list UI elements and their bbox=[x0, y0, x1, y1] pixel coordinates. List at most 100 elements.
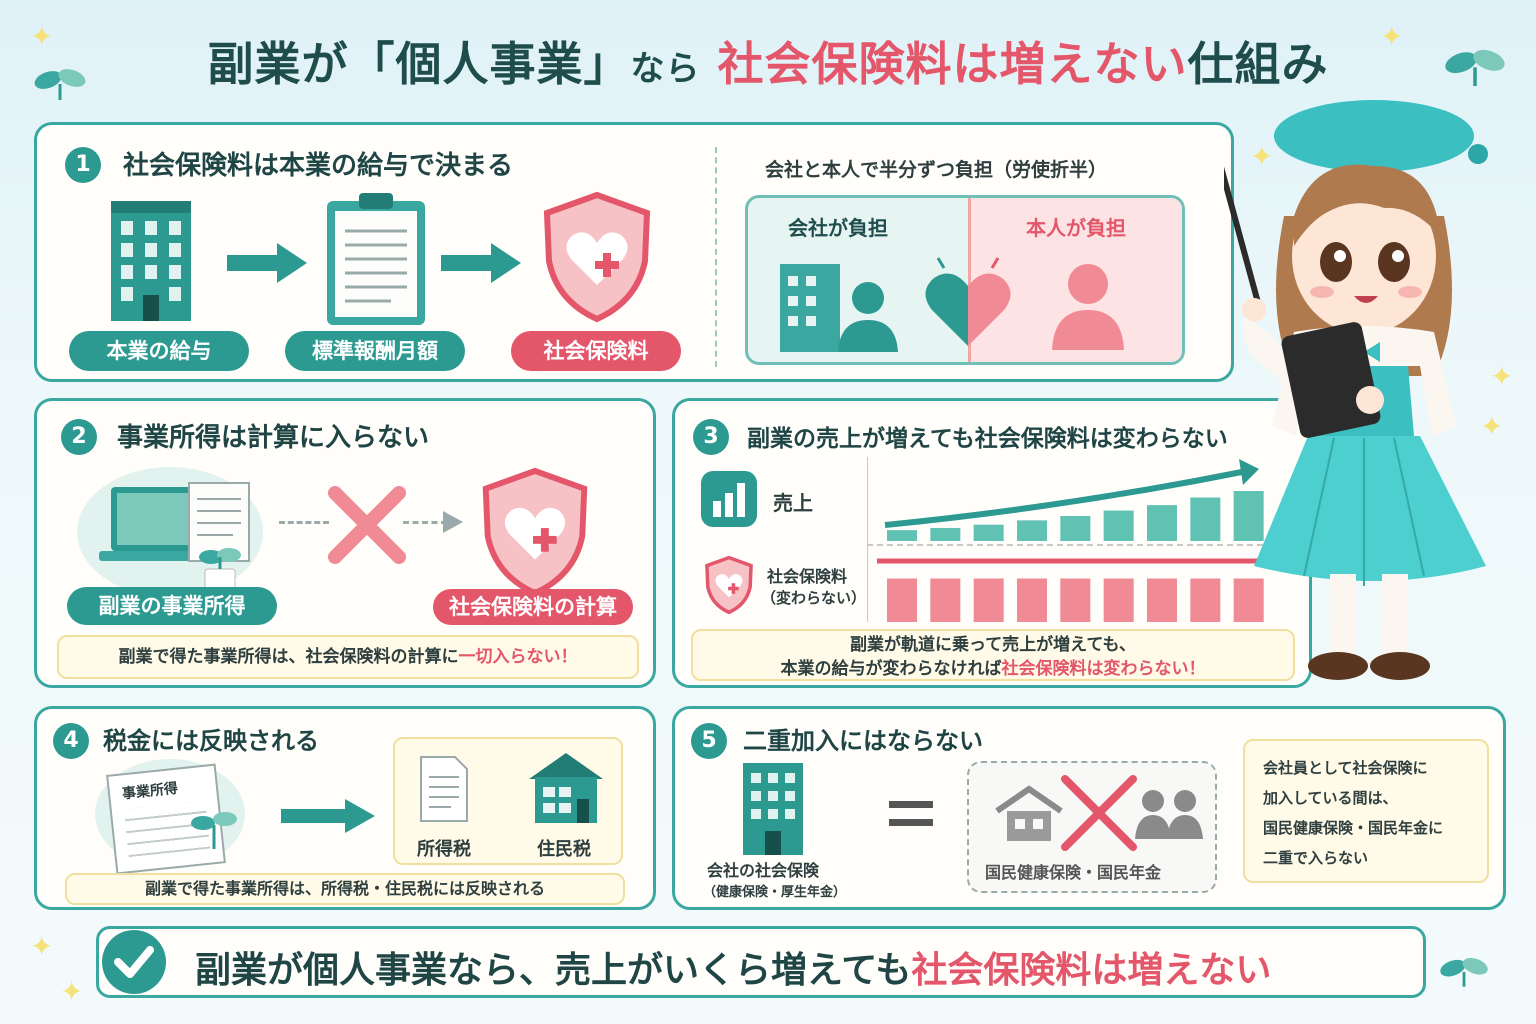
insurance-bar bbox=[1190, 578, 1221, 622]
side-note-line: 国民健康保険・国民年金に bbox=[1263, 819, 1444, 837]
panel-3-note: 副業が軌道に乗って売上が増えても、 本業の給与が変わらなければ社会保険料は変わら… bbox=[691, 629, 1295, 681]
laptop-icon bbox=[99, 482, 250, 594]
insurance-unchanged-label: （変わらない） bbox=[761, 589, 867, 607]
sparkle-icon: ✦ bbox=[1380, 20, 1404, 53]
step-standard-remuneration-label: 標準報酬月額 bbox=[285, 331, 465, 371]
sprout-icon bbox=[34, 69, 86, 100]
arrow-right-icon bbox=[441, 243, 521, 283]
sales-bar bbox=[1017, 520, 1047, 541]
dashed-connector bbox=[279, 521, 329, 524]
panel-number: 2 bbox=[61, 419, 97, 455]
summary-emphasis: 社会保険料は増えない bbox=[911, 950, 1272, 991]
sales-bar bbox=[1233, 491, 1264, 541]
panel-title: 事業所得は計算に入らない bbox=[117, 423, 430, 453]
side-note-line: 会社員として社会保険に bbox=[1263, 759, 1428, 777]
self-share-label: 本人が負担 bbox=[1026, 216, 1126, 240]
sprout-icon bbox=[1445, 49, 1505, 86]
insurance-bar bbox=[930, 578, 961, 622]
tax-document-icon bbox=[420, 756, 468, 822]
cross-icon bbox=[328, 486, 406, 564]
sparkle-icon: ✦ bbox=[30, 20, 54, 53]
bar-chart-icon bbox=[701, 471, 757, 527]
sales-bar bbox=[973, 524, 1004, 541]
panel-title: 税金には反映される bbox=[103, 727, 319, 755]
split-heading: 会社と本人で半分ずつ負担（労使折半） bbox=[765, 159, 1108, 181]
side-income-label: 副業の事業所得 bbox=[67, 587, 277, 625]
company-share-label: 会社が負担 bbox=[788, 216, 888, 240]
panel-title: 社会保険料は本業の給与で決まる bbox=[123, 151, 514, 181]
panel-1: 1 社会保険料は本業の給与で決まる 本業の給与 標準報酬月額 社会保 bbox=[34, 122, 1234, 382]
title-part3: 社会保険料は増えない bbox=[717, 37, 1188, 91]
guide-character-illustration bbox=[1224, 100, 1488, 680]
sales-bar bbox=[1190, 497, 1221, 541]
arrow-head-icon bbox=[443, 511, 463, 533]
insurance-bar bbox=[1017, 578, 1047, 622]
panel-4: 4 税金には反映される 事業所得 所得税 住民税 副業で得た事業所得は、所得税・… bbox=[34, 706, 656, 910]
sales-bar bbox=[1147, 505, 1177, 541]
equals-icon bbox=[889, 801, 933, 826]
sparkle-icon: ✦ bbox=[1250, 140, 1274, 173]
divider bbox=[715, 147, 717, 367]
sparkle-icon: ✦ bbox=[60, 975, 84, 1008]
panel-title: 副業の売上が増えても社会保険料は変わらない bbox=[747, 426, 1228, 452]
panel-title: 二重加入にはならない bbox=[743, 727, 983, 755]
sprout-icon bbox=[1440, 957, 1488, 987]
sales-vs-insurance-chart bbox=[867, 457, 1307, 622]
self-person-icon bbox=[1052, 264, 1124, 350]
clipboard-icon bbox=[327, 193, 425, 325]
side-note-line: 加入している間は、 bbox=[1263, 789, 1398, 807]
sparkle-icon: ✦ bbox=[1480, 410, 1504, 443]
panel-number: 5 bbox=[691, 723, 727, 759]
panel-3: 3 副業の売上が増えても社会保険料は変わらない 売上 社会保険料 （変わらない）… bbox=[672, 398, 1312, 688]
note-emphasis: 社会保険料は変わらない！ bbox=[1001, 659, 1206, 679]
cost-split-box: 会社が負担 本人が負担 bbox=[745, 195, 1185, 365]
side-note-line: 二重で入らない bbox=[1263, 849, 1369, 867]
dashed-connector bbox=[403, 521, 447, 524]
income-tax-label: 所得税 bbox=[417, 839, 471, 860]
national-insurance-label: 国民健康保険・国民年金 bbox=[985, 863, 1162, 882]
office-building-icon bbox=[743, 763, 803, 855]
note-emphasis: 一切入らない！ bbox=[458, 647, 578, 667]
insurance-bar bbox=[1103, 578, 1134, 622]
insurance-bar bbox=[1147, 578, 1177, 622]
sales-trend-line bbox=[884, 468, 1248, 528]
note-line-2: 本業の給与が変わらなければ社会保険料は変わらない！ bbox=[693, 657, 1293, 681]
panel-4-note: 副業で得た事業所得は、所得税・住民税には反映される bbox=[65, 873, 625, 905]
panel-number: 1 bbox=[65, 147, 101, 183]
step-salary-label: 本業の給与 bbox=[69, 331, 249, 371]
insurance-bar bbox=[1060, 578, 1091, 622]
sales-bar bbox=[887, 530, 917, 541]
sales-bar bbox=[930, 527, 961, 541]
title-part1: 副業が「個人事業」 bbox=[207, 37, 631, 91]
step-insurance-label: 社会保険料 bbox=[511, 331, 681, 371]
title-part2: なら bbox=[630, 49, 701, 89]
side-note: 会社員として社会保険に 加入している間は、 国民健康保険・国民年金に 二重で入ら… bbox=[1243, 739, 1489, 883]
check-icon bbox=[102, 930, 166, 994]
page-title: 副業が「個人事業」なら 社会保険料は増えない仕組み bbox=[0, 28, 1536, 94]
cross-icon bbox=[1061, 775, 1137, 851]
panel-2: 2 事業所得は計算に入らない 副業の事業所得 社会保険料の計算 副業で得た事業所… bbox=[34, 398, 656, 688]
company-insurance-detail: （健康保険・厚生年金） bbox=[703, 885, 847, 900]
document-label: 事業所得 bbox=[121, 780, 179, 803]
insurance-bar bbox=[973, 578, 1004, 622]
arrow-right-icon bbox=[281, 799, 375, 833]
panel-2-note: 副業で得た事業所得は、社会保険料の計算に一切入らない！ bbox=[57, 635, 639, 679]
sparkle-icon: ✦ bbox=[1490, 360, 1514, 393]
panel-number: 3 bbox=[693, 419, 729, 455]
small-shield-icon bbox=[705, 555, 753, 615]
summary-lead: 副業が個人事業なら、売上がいくら増えても bbox=[195, 950, 912, 991]
office-building-icon bbox=[111, 201, 191, 321]
company-insurance-label: 会社の社会保険 bbox=[707, 861, 820, 880]
sales-trend-arrowhead bbox=[1239, 459, 1259, 485]
resident-tax-label: 住民税 bbox=[537, 839, 591, 860]
summary-bar: 副業が個人事業なら、売上がいくら増えても社会保険料は増えない bbox=[96, 926, 1426, 998]
national-insurance-box: 国民健康保険・国民年金 bbox=[967, 761, 1217, 893]
insurance-bar bbox=[887, 578, 917, 622]
house-icon bbox=[529, 753, 603, 823]
title-part4: 仕組み bbox=[1187, 37, 1329, 91]
sales-bar bbox=[1060, 516, 1091, 541]
house-icon bbox=[995, 785, 1063, 841]
note-text: 副業で得た事業所得は、社会保険料の計算に bbox=[118, 647, 459, 667]
people-icon bbox=[1135, 790, 1203, 839]
tax-box: 所得税 住民税 bbox=[393, 737, 623, 865]
